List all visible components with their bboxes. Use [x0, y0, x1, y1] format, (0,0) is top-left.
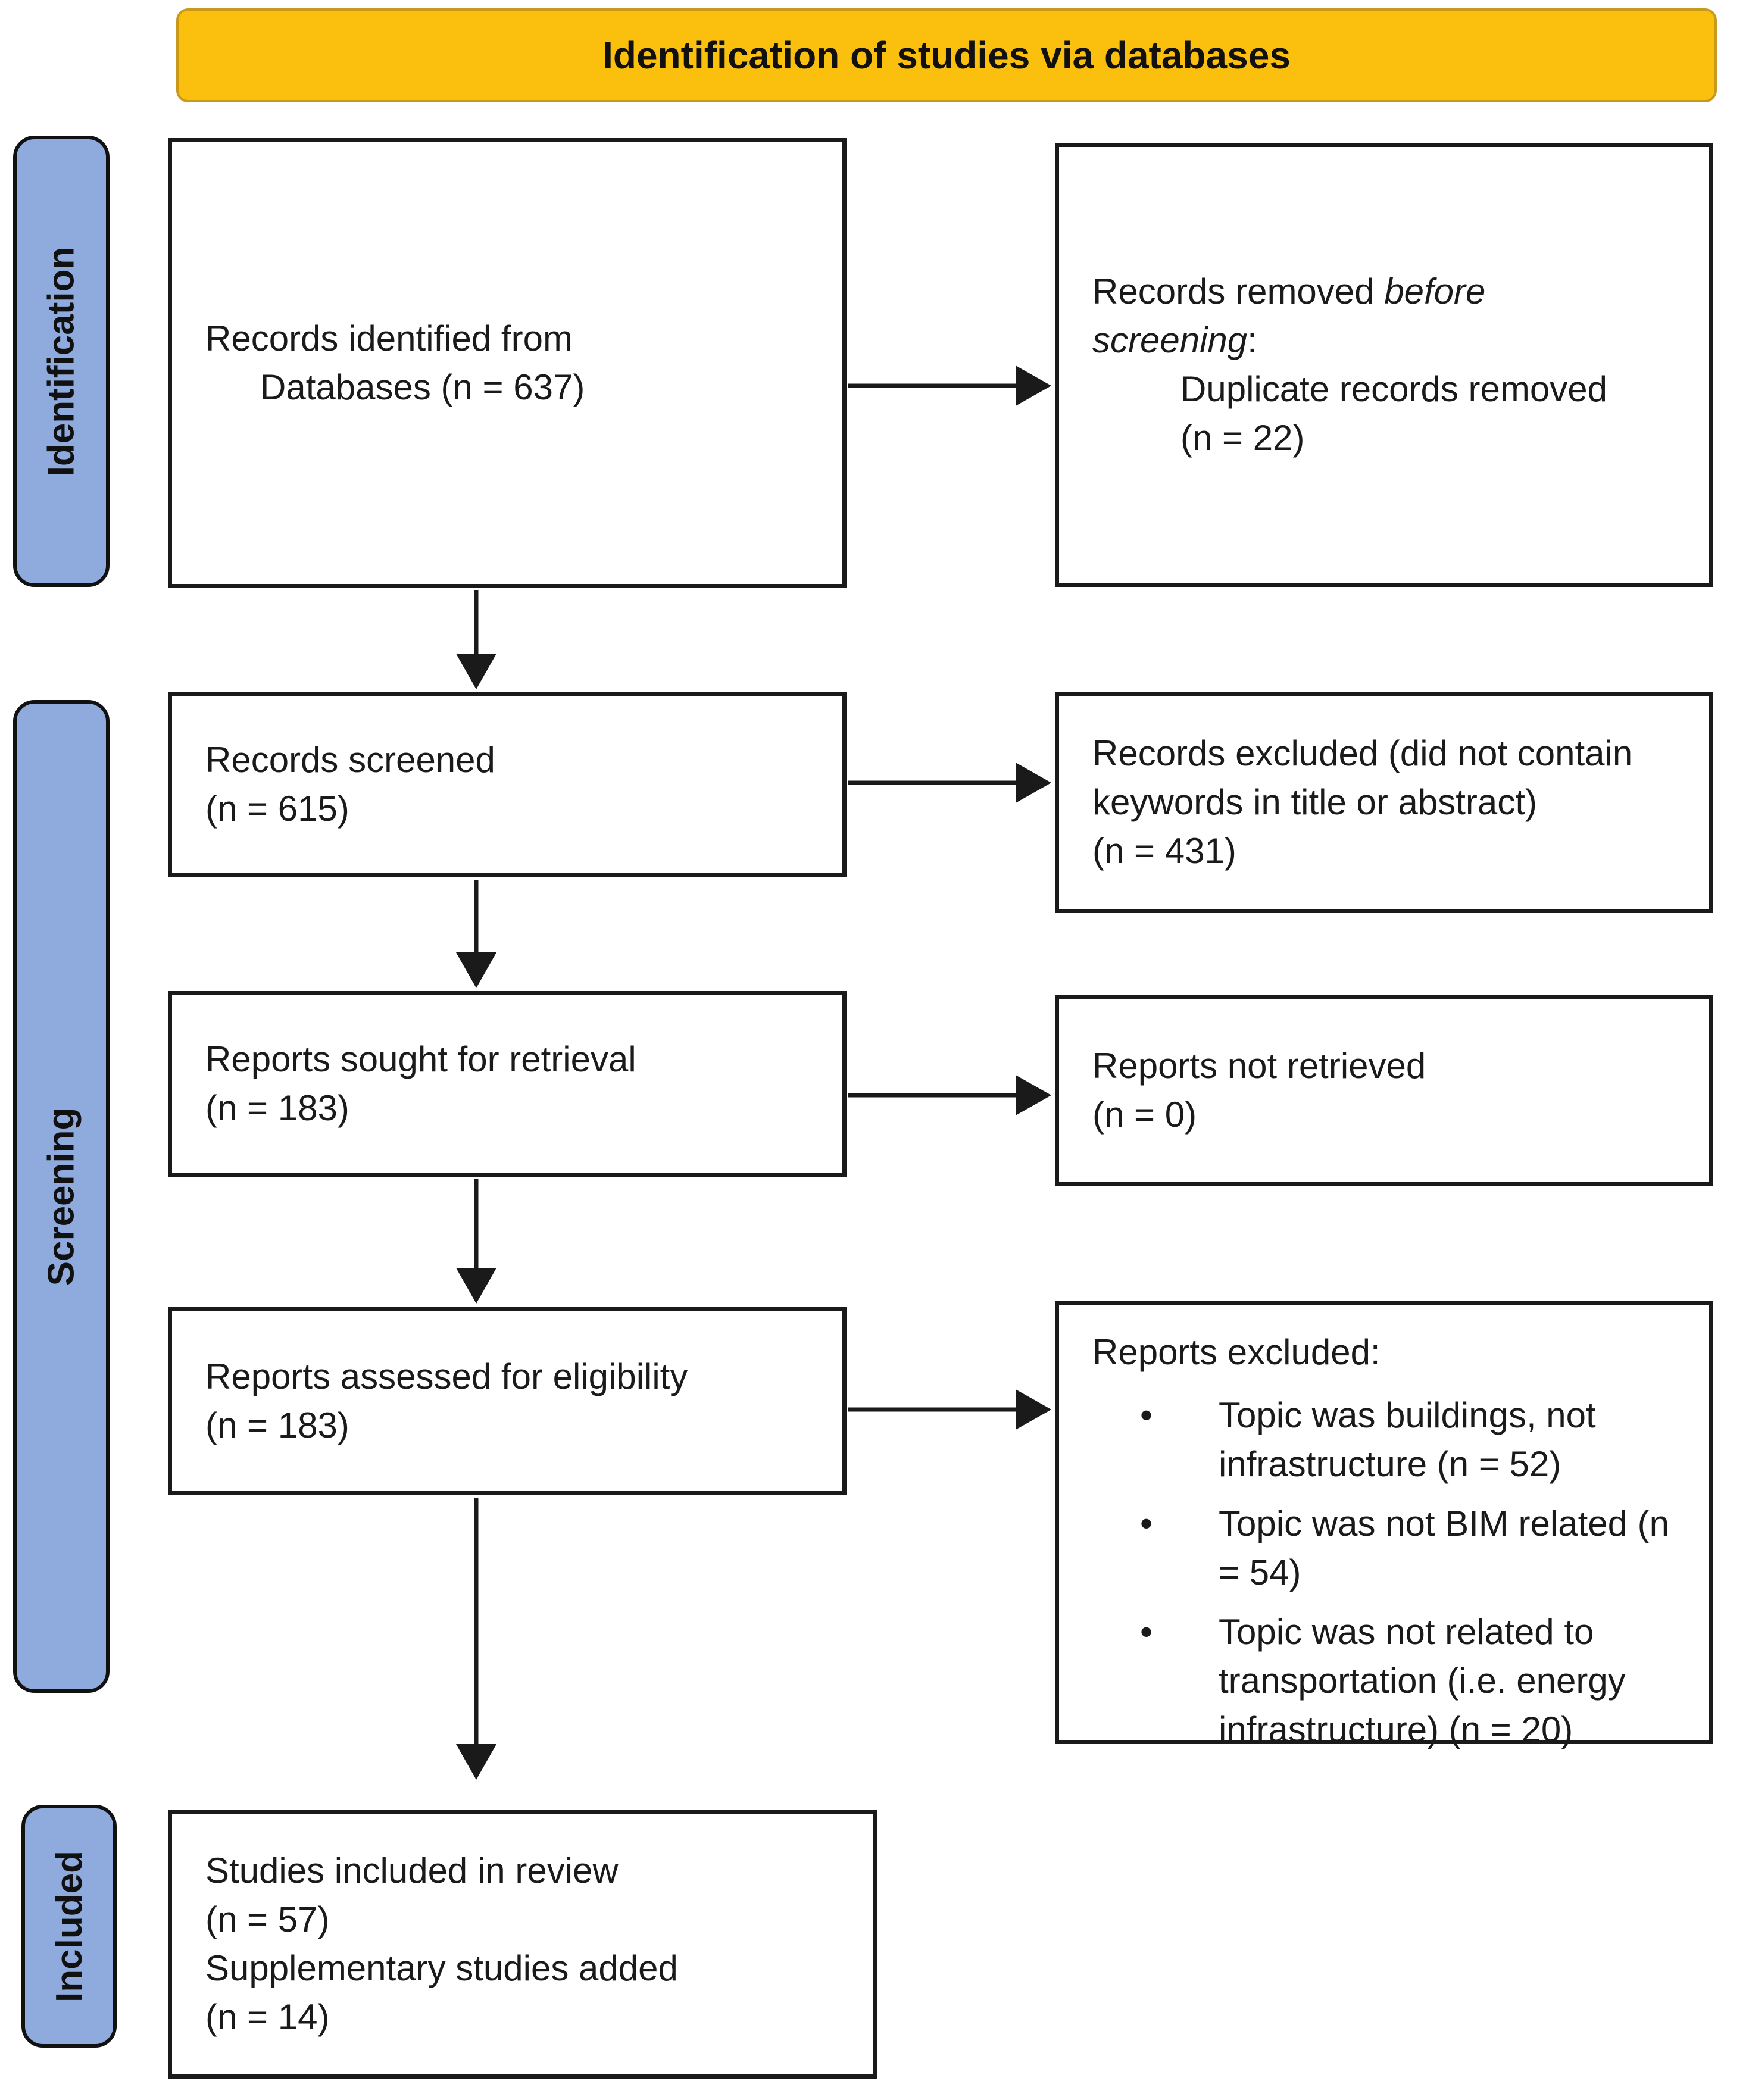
box-line: Supplementary studies added: [205, 1948, 678, 1988]
stage-label-identification: Identification: [13, 136, 110, 587]
arrow-head-down: [456, 1744, 496, 1780]
box-line: Records identified from: [205, 318, 573, 358]
exclusion-reason-item: Topic was not related to transportation …: [1140, 1608, 1685, 1754]
box-records-identified: Records identified from Databases (n = 6…: [168, 138, 847, 588]
box-line: Studies included in review: [205, 1851, 619, 1890]
arrow-head-down: [456, 1268, 496, 1304]
box-line: (n = 14): [205, 1997, 330, 2037]
exclusion-reason-item: Topic was not BIM related (n = 54): [1140, 1499, 1685, 1597]
box-reports-excluded: Reports excluded: Topic was buildings, n…: [1055, 1301, 1713, 1749]
arrow-head-right: [1016, 1075, 1051, 1115]
box-records-removed: Records removed before screening: Duplic…: [1055, 143, 1713, 587]
box-line: (n = 183): [205, 1088, 349, 1128]
stage-label-text: Screening: [40, 1107, 82, 1286]
arrow-head-right: [1016, 365, 1051, 406]
arrow-head-right: [1016, 762, 1051, 803]
box-line: (n = 0): [1092, 1095, 1197, 1135]
box-studies-included: Studies included in review (n = 57) Supp…: [168, 1810, 877, 2079]
box-line: (n = 431): [1092, 831, 1236, 871]
box-records-excluded: Records excluded (did not contain keywor…: [1055, 692, 1713, 913]
box-line: Duplicate records removed: [1180, 369, 1607, 409]
stage-label-text: Included: [48, 1850, 90, 2002]
box-line: (n = 183): [205, 1405, 349, 1445]
arrow-head-down: [456, 654, 496, 689]
box-line: (n = 22): [1180, 418, 1305, 458]
box-paragraph: Records removed before screening:: [1092, 267, 1557, 365]
stage-label-included: Included: [21, 1805, 117, 2048]
box-reports-sought: Reports sought for retrieval (n = 183): [168, 991, 847, 1177]
box-text-italic: before screening: [1092, 271, 1486, 360]
exclusion-reason-list: Topic was buildings, not infrastructure …: [1092, 1380, 1685, 1754]
arrow-head-right: [1016, 1389, 1051, 1430]
box-line: Records excluded (did not contain keywor…: [1092, 733, 1633, 822]
box-text: :: [1247, 320, 1257, 360]
box-line: (n = 615): [205, 789, 349, 829]
box-line: Reports not retrieved: [1092, 1046, 1426, 1086]
box-line: Records screened: [205, 740, 495, 780]
box-text: Records removed: [1092, 271, 1385, 311]
exclusion-reason-item: Topic was buildings, not infrastructure …: [1140, 1391, 1685, 1489]
stage-label-screening: Screening: [13, 700, 110, 1693]
box-line: Reports sought for retrieval: [205, 1039, 636, 1079]
box-line: Databases (n = 637): [260, 367, 585, 407]
stage-label-text: Identification: [40, 246, 82, 476]
diagram-header-banner: Identification of studies via databases: [176, 8, 1717, 102]
box-records-screened: Records screened (n = 615): [168, 692, 847, 877]
box-line: (n = 57): [205, 1899, 330, 1939]
box-reports-assessed: Reports assessed for eligibility (n = 18…: [168, 1307, 847, 1495]
box-line: Reports assessed for eligibility: [205, 1357, 688, 1396]
box-reports-not-retrieved: Reports not retrieved (n = 0): [1055, 995, 1713, 1186]
diagram-title: Identification of studies via databases: [602, 34, 1291, 77]
arrow-head-down: [456, 952, 496, 988]
box-title: Reports excluded:: [1092, 1332, 1381, 1372]
